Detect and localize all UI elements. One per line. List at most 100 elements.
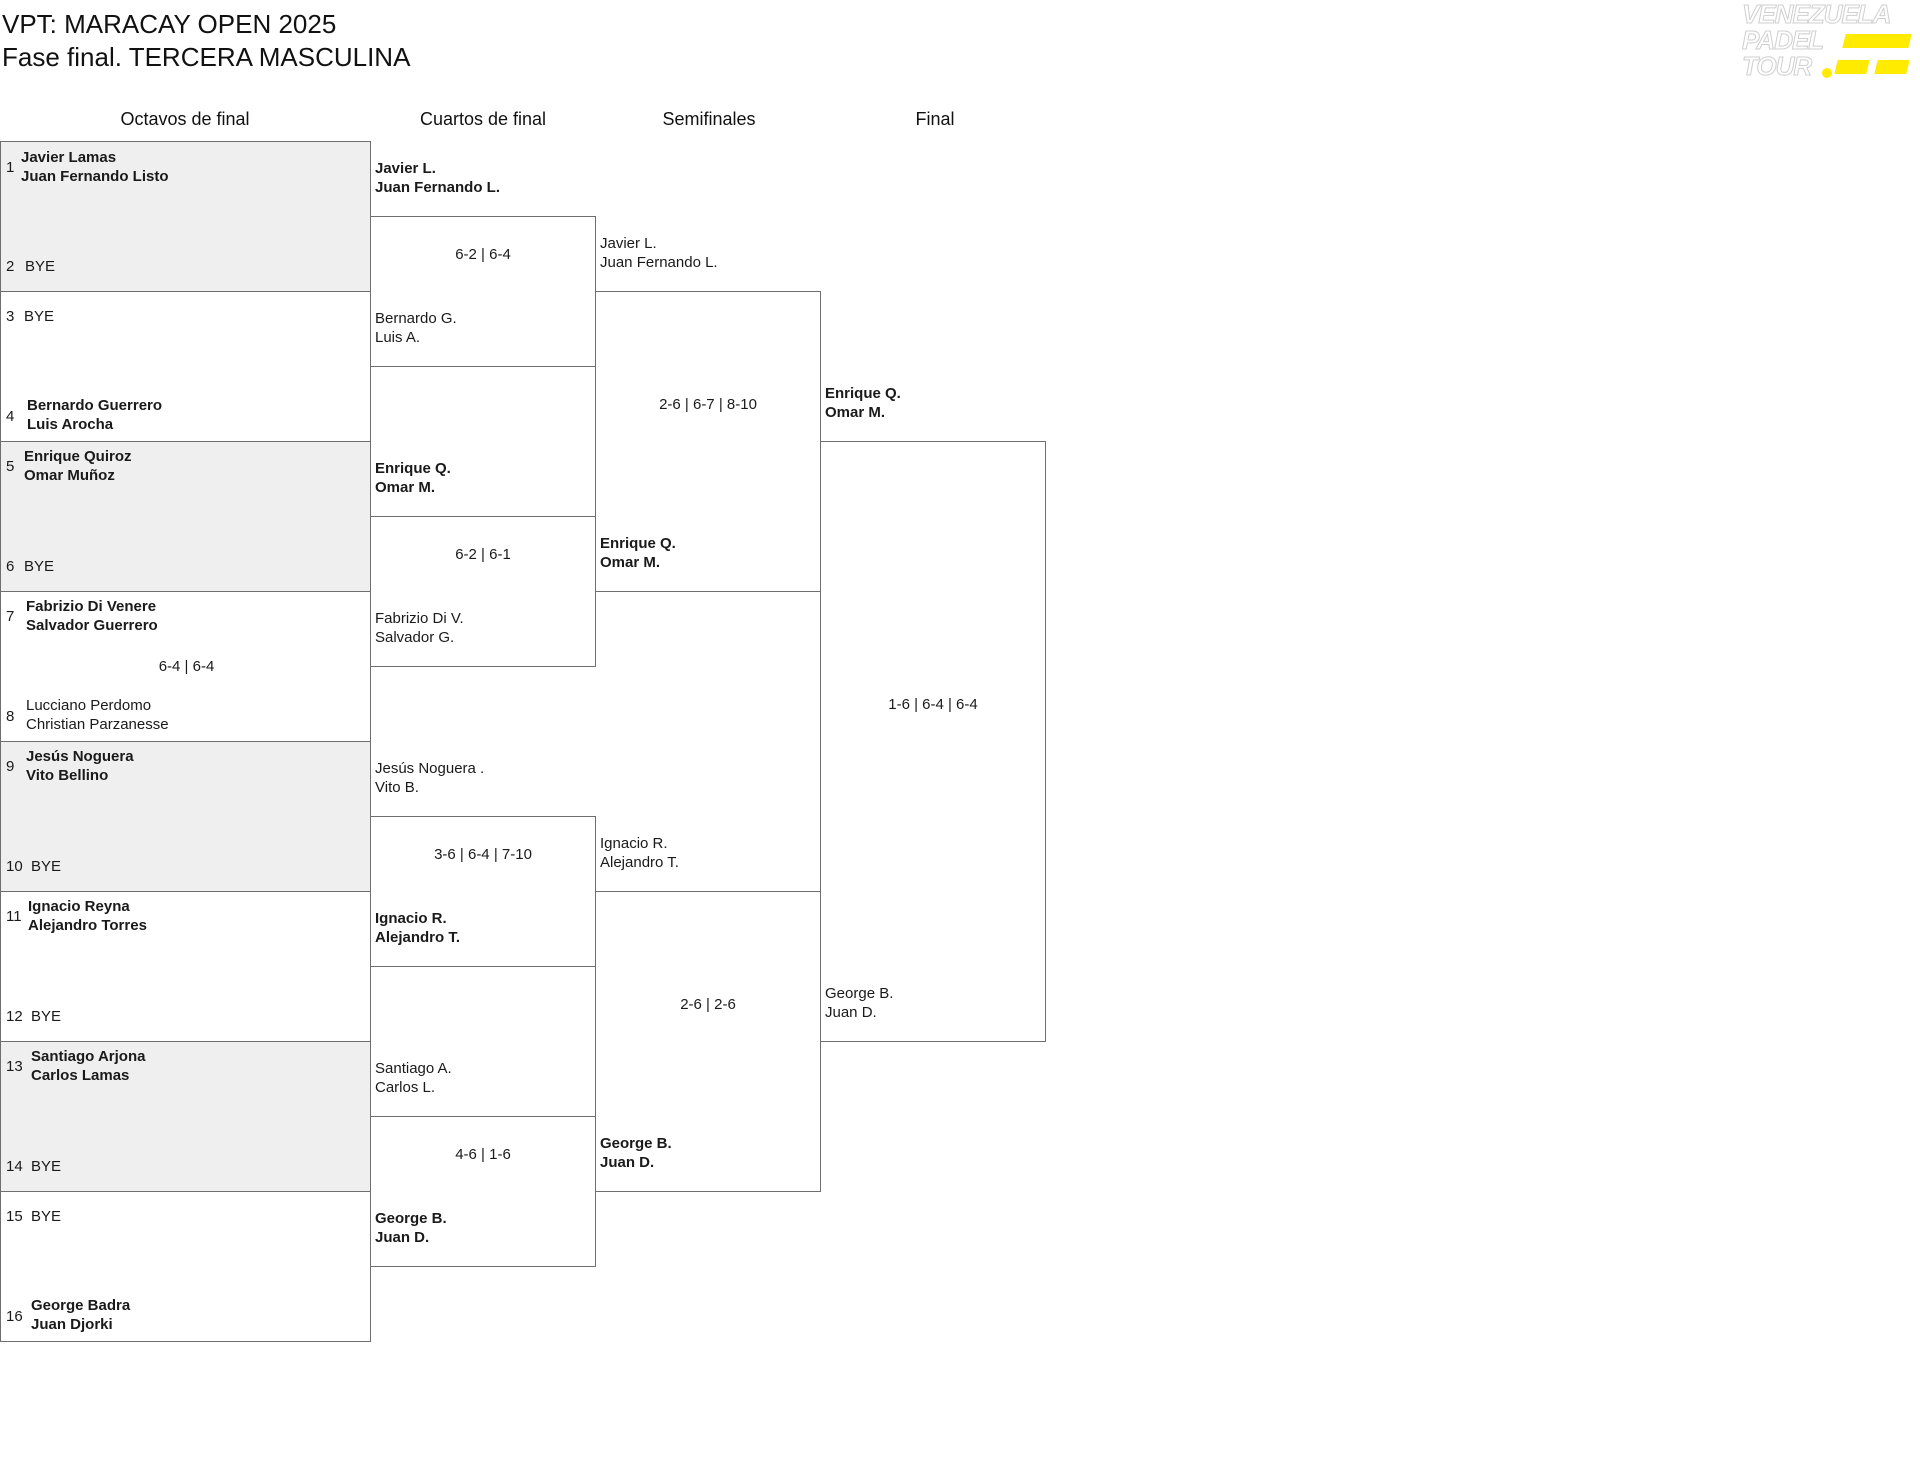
player-name: Juan Fernando L. [375,179,501,196]
player-name: Christian Parzanesse [26,716,169,733]
player-name: Salvador G. [375,629,455,646]
match-octavos-2: 3 BYE 4 Bernardo Guerrero Luis Arocha [0,291,371,442]
player-name: George B. [375,1210,447,1227]
team-entry[interactable]: Enrique Q. Omar M. [375,459,451,497]
player-name: George Badra [31,1297,131,1314]
player-name: Santiago Arjona [31,1048,146,1065]
player-name: Juan D. [375,1229,430,1246]
team-entry[interactable]: Enrique Quiroz Omar Muñoz [24,447,132,485]
player-name: George B. [600,1135,672,1152]
logo-stripe [1874,60,1910,74]
page-title: VPT: MARACAY OPEN 2025 [2,9,337,39]
logo-stripe [1842,34,1912,48]
team-entry[interactable]: Enrique Q. Omar M. [825,384,901,422]
player-name: Bernardo G. [375,310,457,327]
match-octavos-3: 5 Enrique Quiroz Omar Muñoz 6 BYE [0,441,371,592]
player-name: George B. [825,985,894,1002]
seed-number: 12 [6,1008,23,1025]
player-name: Luis Arocha [27,416,114,433]
team-entry[interactable]: George Badra Juan Djorki [31,1296,130,1334]
round-header-final: Final [915,109,955,129]
team-entry[interactable]: Javier Lamas Juan Fernando Listo [21,148,169,186]
seed-number: 7 [6,608,15,625]
player-name: Alejandro Torres [28,917,147,934]
player-name: Javier L. [600,235,657,252]
player-name: Javier Lamas [21,149,117,166]
team-entry[interactable]: Santiago A. Carlos L. [375,1059,452,1097]
team-entry[interactable]: Bernardo G. Luis A. [375,309,457,347]
player-name: Santiago A. [375,1060,452,1077]
team-entry[interactable]: Jesús Noguera . Vito B. [375,759,484,797]
round-header-cuartos: Cuartos de final [419,109,547,129]
player-name: Omar M. [375,479,436,496]
team-entry[interactable]: Santiago Arjona Carlos Lamas [31,1047,145,1085]
player-name: Bernardo Guerrero [27,397,163,414]
player-name: Enrique Quiroz [24,448,132,465]
match-score: 2-6 | 2-6 [680,996,736,1013]
seed-number: 14 [6,1158,23,1175]
player-name: Juan D. [600,1154,655,1171]
player-name: Carlos Lamas [31,1067,130,1084]
bye-label: BYE [31,1008,62,1025]
team-entry[interactable]: Ignacio R. Alejandro T. [600,834,679,872]
team-entry[interactable]: Fabrizio Di Venere Salvador Guerrero [26,597,158,635]
seed-number: 13 [6,1058,23,1075]
player-name: Alejandro T. [375,929,461,946]
team-entry[interactable]: George B. Juan D. [375,1209,447,1247]
match-octavos-7: 13 Santiago Arjona Carlos Lamas 14 BYE [0,1041,371,1192]
player-name: Fabrizio Di V. [375,610,464,627]
match-octavos-5: 9 Jesús Noguera Vito Bellino 10 BYE [0,741,371,892]
team-entry[interactable]: George B. Juan D. [825,984,893,1022]
match-octavos-4: 7 Fabrizio Di Venere Salvador Guerrero 6… [0,591,371,742]
player-name: Ignacio R. [600,835,668,852]
player-name: Omar Muñoz [24,467,115,484]
venezuela-padel-tour-logo: VENEZUELA PADEL TOUR [1741,0,1916,84]
player-name: Salvador Guerrero [26,617,158,634]
match-score: 6-4 | 6-4 [158,658,215,675]
player-name: Luis A. [375,329,421,346]
seed-number: 5 [6,458,15,475]
player-name: Vito Bellino [26,767,109,784]
seed-number: 8 [6,708,15,725]
match-score: 4-6 | 1-6 [455,1146,511,1163]
match-score: 3-6 | 6-4 | 7-10 [434,846,532,863]
seed-number: 11 [6,908,22,925]
match-octavos-8: 15 BYE 16 George Badra Juan Djorki [0,1191,371,1342]
team-entry[interactable]: George B. Juan D. [600,1134,672,1172]
team-entry[interactable]: Enrique Q. Omar M. [600,534,676,572]
bye-label: BYE [31,858,62,875]
match-octavos-1: 1 Javier Lamas Juan Fernando Listo 2 BYE [0,141,371,292]
match-octavos-6: 11 Ignacio Reyna Alejandro Torres 12 BYE [0,891,371,1042]
logo-text-line: TOUR [1741,51,1812,81]
player-name: Carlos L. [375,1079,436,1096]
bye-label: BYE [24,558,55,575]
player-name: Jesús Noguera . [375,760,485,777]
player-name: Jesús Noguera [26,748,134,765]
player-name: Juan Fernando Listo [21,168,169,185]
player-name: Javier L. [375,160,436,177]
seed-number: 2 [6,258,15,275]
page-subtitle: Fase final. TERCERA MASCULINA [2,42,411,72]
logo-stripe [1834,60,1870,74]
logo-text-line: VENEZUELA [1741,0,1891,29]
match-score: 6-2 | 6-1 [455,546,511,563]
match-final [820,441,1046,1042]
bye-label: BYE [25,258,56,275]
team-entry[interactable]: Jesús Noguera Vito Bellino [26,747,134,785]
player-name: Juan Djorki [31,1316,113,1333]
match-score: 1-6 | 6-4 | 6-4 [888,696,978,713]
player-name: Ignacio R. [375,910,447,927]
team-entry[interactable]: Fabrizio Di V. Salvador G. [375,609,464,647]
player-name: Enrique Q. [600,535,676,552]
team-entry[interactable]: Bernardo Guerrero Luis Arocha [27,396,162,434]
player-name: Enrique Q. [825,385,901,402]
seed-number: 15 [6,1208,23,1225]
player-name: Enrique Q. [375,460,451,477]
team-entry[interactable]: Ignacio Reyna Alejandro Torres [28,897,147,935]
seed-number: 9 [6,758,15,775]
bye-label: BYE [31,1158,62,1175]
team-entry[interactable]: Ignacio R. Alejandro T. [375,909,460,947]
team-entry[interactable]: Lucciano Perdomo Christian Parzanesse [26,696,169,734]
team-entry[interactable]: Javier L. Juan Fernando L. [375,159,500,197]
team-entry[interactable]: Javier L. Juan Fernando L. [600,234,718,272]
